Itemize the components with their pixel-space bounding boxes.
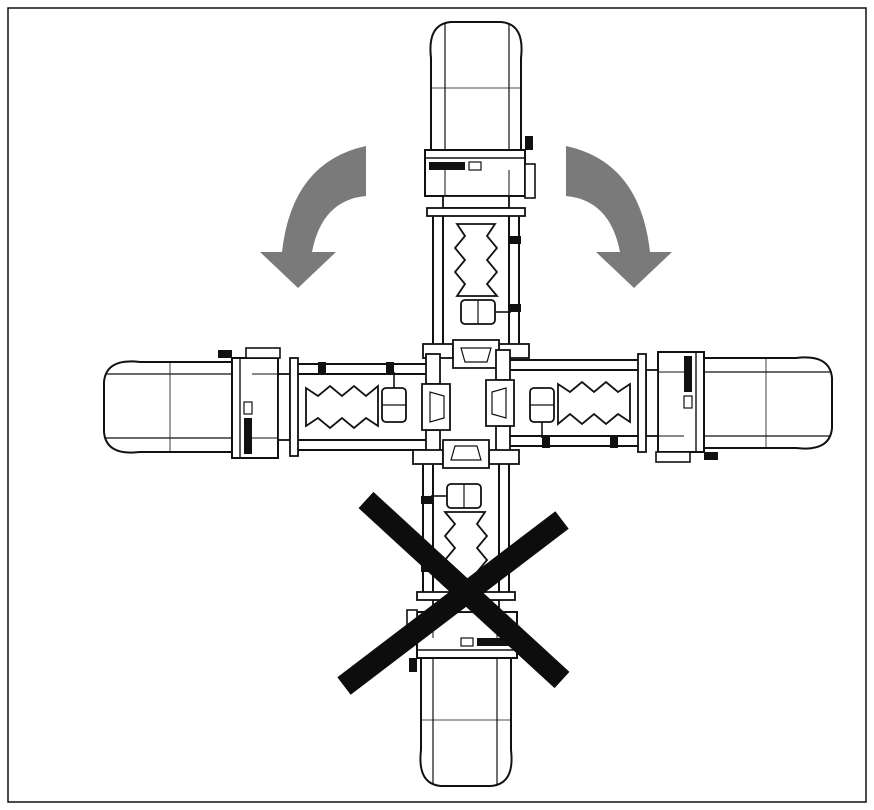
left-rotation-arrow [260, 146, 366, 288]
assembly-horizontal-left [103, 347, 451, 461]
figure-frame [7, 7, 867, 803]
assembly-vertical-up [422, 21, 536, 369]
prohibited-cross-icon [337, 491, 570, 695]
assembly-horizontal-right [485, 349, 833, 463]
right-rotation-arrow [566, 146, 672, 288]
